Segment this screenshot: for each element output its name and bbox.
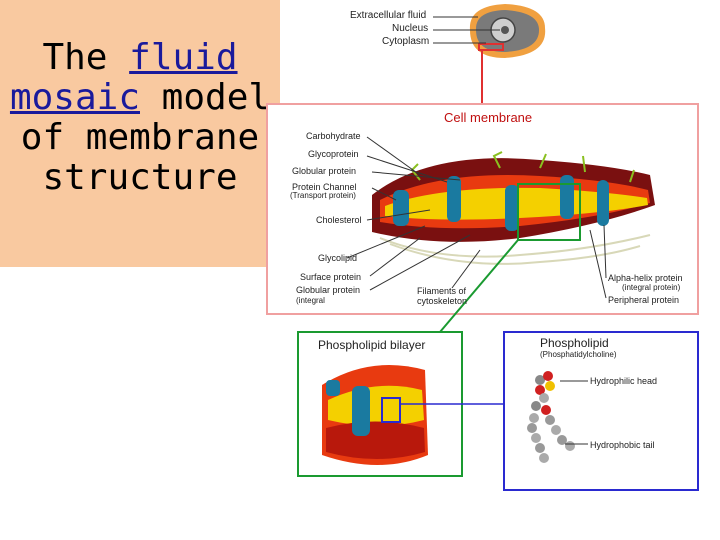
fluid-link[interactable]: fluid xyxy=(129,37,238,78)
cholesterol-label: Cholesterol xyxy=(316,215,362,225)
title-text-2: model of membrane structure xyxy=(20,77,271,198)
bilayer-title: Phospholipid bilayer xyxy=(318,338,426,352)
transport-protein-label: (Transport protein) xyxy=(290,191,356,200)
globular-protein-label: Globular protein xyxy=(292,166,357,176)
cell-thumbnail xyxy=(462,0,550,66)
surface-protein-label: Surface protein xyxy=(300,272,362,282)
mosaic-link[interactable]: mosaic xyxy=(9,77,140,118)
title-text-1: The xyxy=(42,37,130,78)
cytoplasm-label: Cytoplasm xyxy=(382,36,430,47)
cell-membrane-title: Cell membrane xyxy=(444,110,533,125)
integral-protein-label: (integral protein) xyxy=(622,283,681,292)
carbohydrate-label: Carbohydrate xyxy=(306,131,361,141)
phospholipid-molecule xyxy=(527,371,575,463)
alpha-helix-label: Alpha-helix protein xyxy=(608,273,683,283)
hydrophilic-head-label: Hydrophilic head xyxy=(590,376,658,386)
phosphatidylcholine-label: (Phosphatidylcholine) xyxy=(540,350,617,359)
phospholipid-title: Phospholipid xyxy=(540,336,609,350)
glycolipid-label: Glycolipid xyxy=(318,253,358,263)
membrane-illustration xyxy=(372,151,655,265)
left-leader-lines xyxy=(346,136,471,291)
cytoskeleton-label: cytoskeleton xyxy=(417,296,468,306)
peripheral-protein-label: Peripheral protein xyxy=(608,295,680,305)
zoom-box xyxy=(517,183,581,241)
integral-label: (integral xyxy=(296,296,325,305)
globular-protein-2-label: Globular protein xyxy=(296,285,361,295)
hydrophobic-tail-label: Hydrophobic tail xyxy=(590,440,655,450)
protein-channel-label: Protein Channel xyxy=(292,182,357,192)
extracellular-label: Extracellular fluid xyxy=(350,10,427,21)
glycoprotein-label: Glycoprotein xyxy=(308,149,359,159)
bilayer-illustration xyxy=(322,365,428,465)
title-panel xyxy=(0,0,280,267)
nucleus-label: Nucleus xyxy=(392,23,429,34)
filaments-label: Filaments of xyxy=(417,286,467,296)
phospholipid-box xyxy=(503,331,699,491)
